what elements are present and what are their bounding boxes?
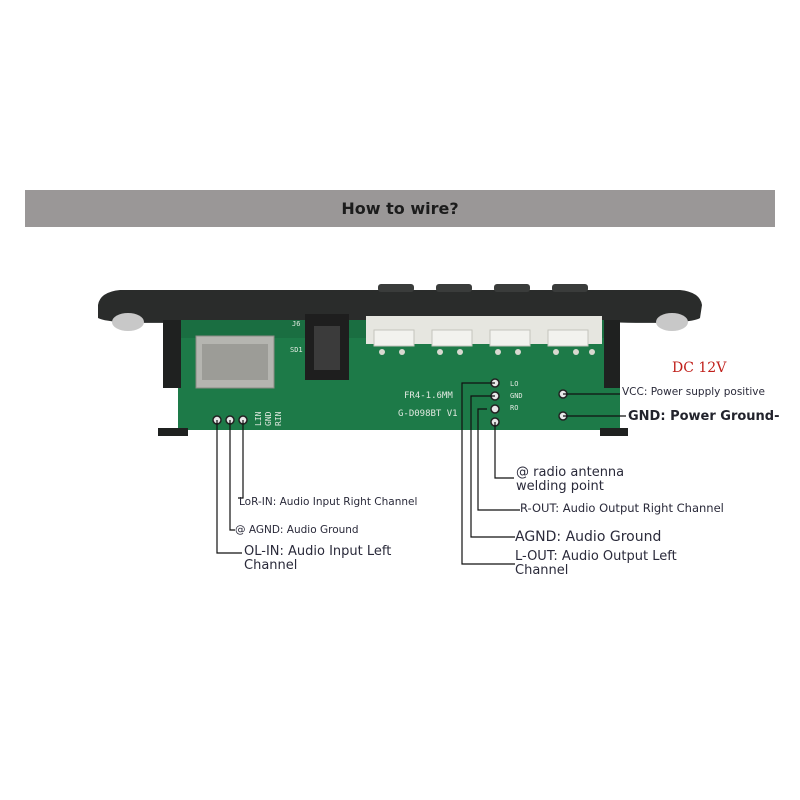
connector [431,329,473,347]
right-pin-header [490,378,500,427]
mount-hole-right [656,313,688,331]
rout-label: R-OUT: Audio Output Right Channel [520,501,724,515]
silk-version: G-D098BT V1 [398,409,458,419]
connector [547,329,589,347]
leader-lines [216,382,626,565]
header-title: How to wire? [341,199,459,218]
solder-pads [379,349,595,355]
audio-jack-face [314,326,340,370]
bracket-left [163,320,181,388]
rin-label: LoR-IN: Audio Input Right Channel [239,496,418,508]
gnd-label: GND: Power Ground- [628,409,780,424]
silk-sd1: SD1 [290,346,303,354]
dc-voltage-label: DC 12V [672,360,727,376]
front-panel [98,290,702,323]
silk-ro: RO [510,404,518,412]
vcc-label: VCC: Power supply positive [622,386,765,398]
lout-label: L-OUT: Audio Output Left Channel [515,549,677,579]
silk-j6: J6 [292,320,300,328]
panel-button [436,284,472,292]
silk-gnd-right: GND [510,392,523,400]
silk-model: FR4-1.6MM [404,391,453,401]
bracket-foot-left [158,428,188,436]
mount-hole-left [112,313,144,331]
agnd-left-label: @ AGND: Audio Ground [235,524,359,536]
bracket-right [604,320,620,388]
panel-button [552,284,588,292]
connector [489,329,531,347]
sd-slot-inner [202,344,268,380]
antenna-label: @ radio antenna welding point [516,465,625,495]
silk-lin: LIN [254,411,263,426]
agnd-right-label: AGND: Audio Ground [515,529,662,545]
silk-lo: LO [510,380,518,388]
silk-gnd-left: GND [264,411,273,426]
panel-button [494,284,530,292]
bracket-foot-right [600,428,628,436]
lin-label: OL-IN: Audio Input Left Channel [244,544,392,574]
silk-rin: RIN [274,411,283,426]
header-banner: How to wire? [25,190,775,227]
connector [373,329,415,347]
panel-button [378,284,414,292]
